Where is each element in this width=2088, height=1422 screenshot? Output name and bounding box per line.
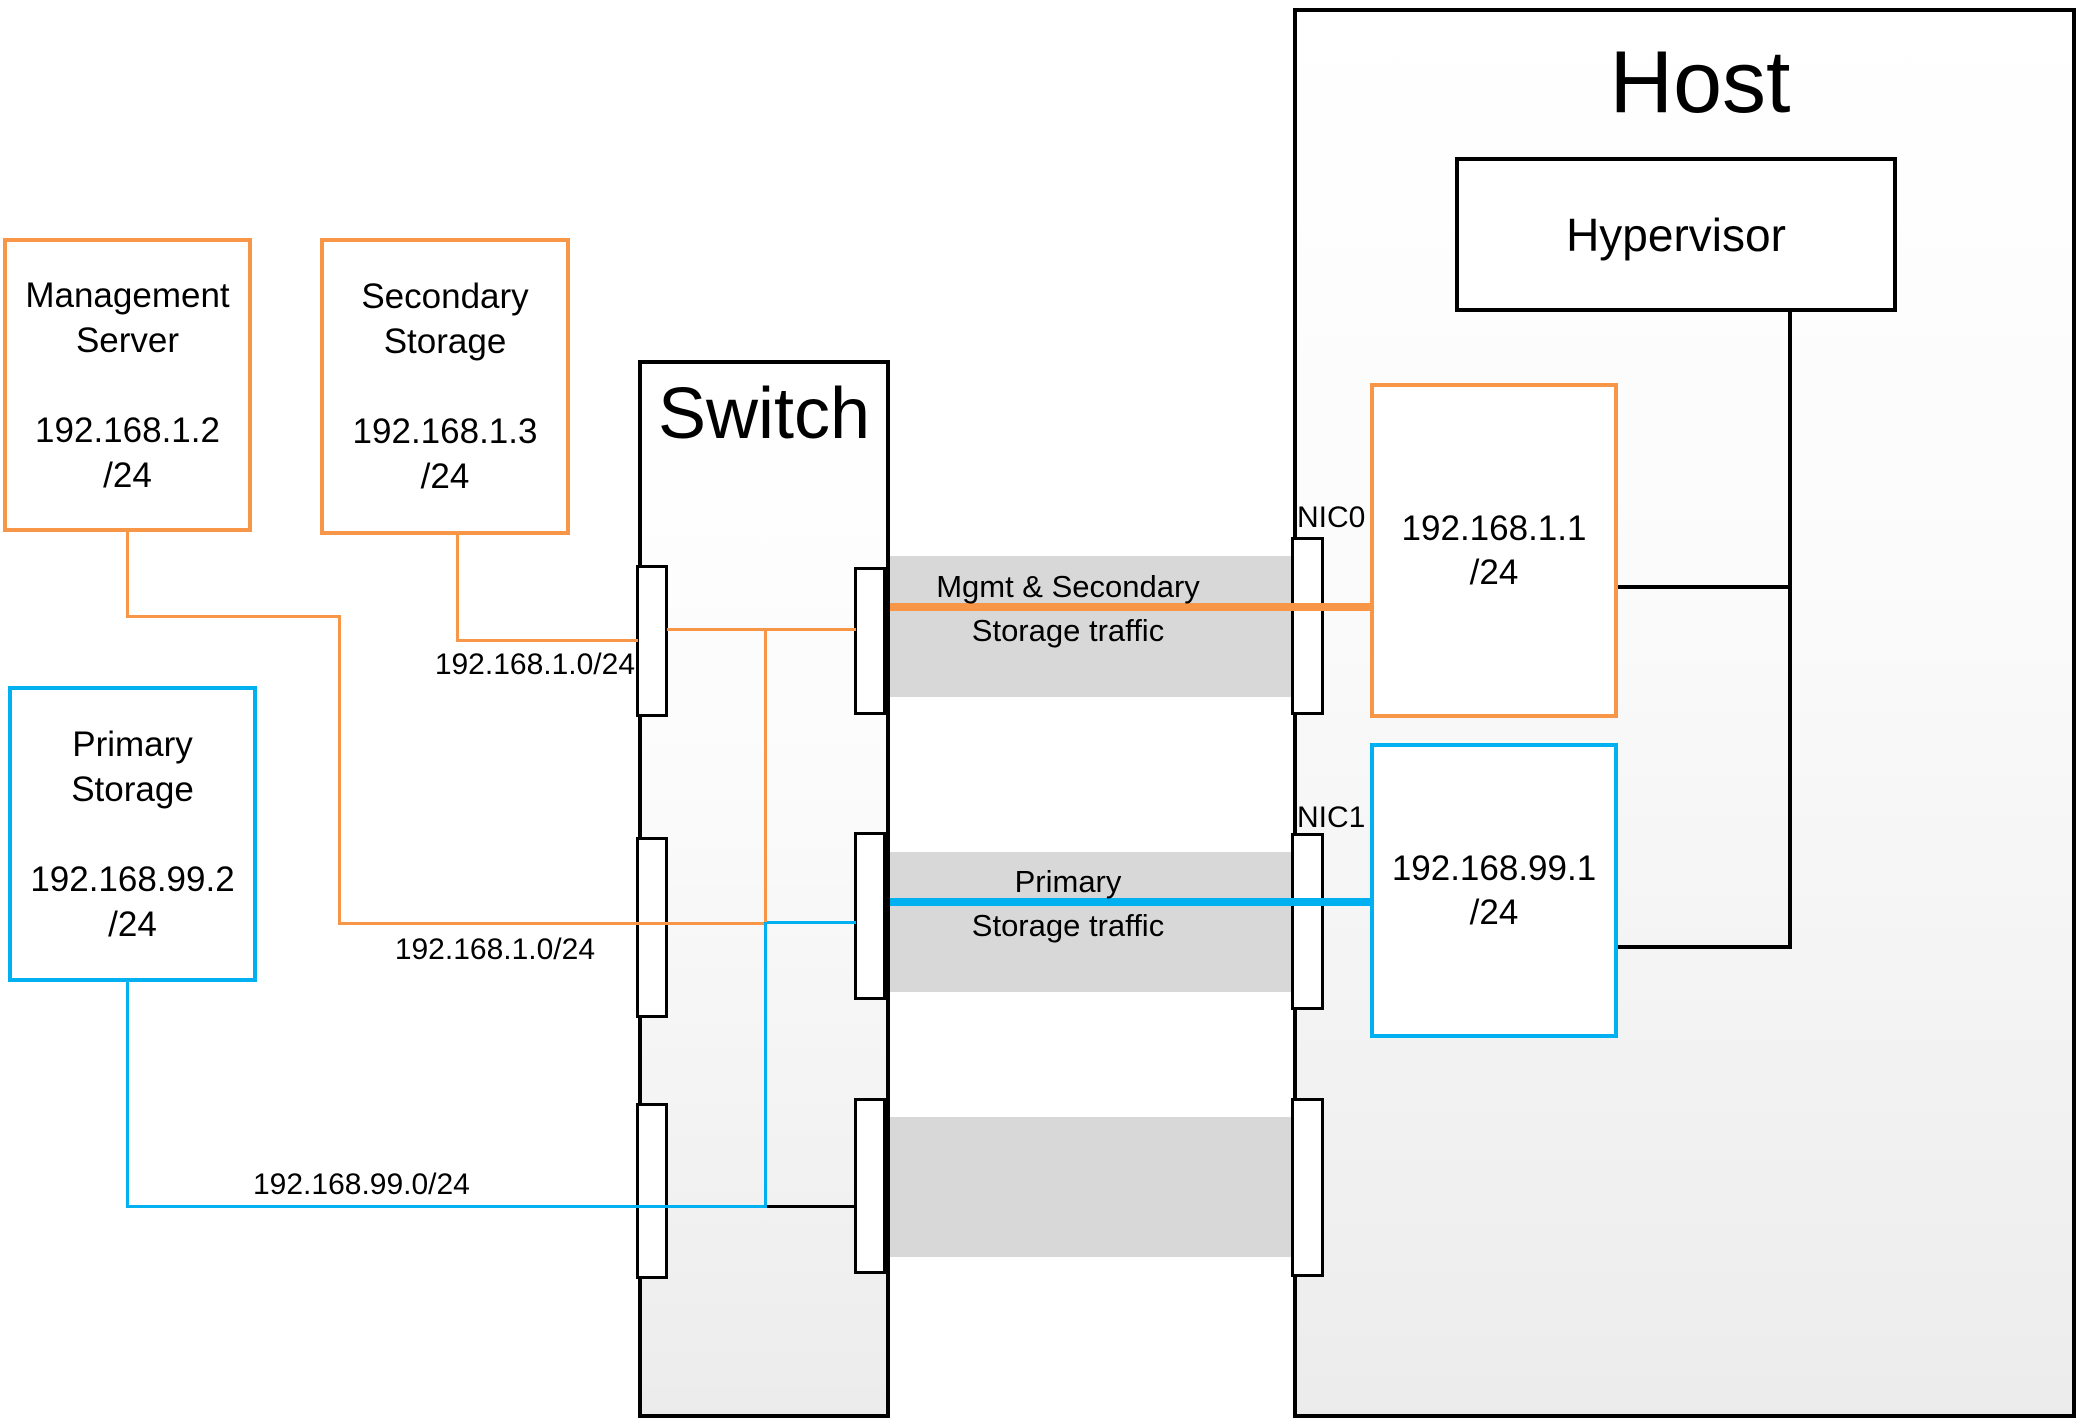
nic1-box: 192.168.99.1 /24 xyxy=(1370,743,1618,1038)
secondary-storage-box: Secondary Storage 192.168.1.3 /24 xyxy=(320,238,570,535)
host-port-nic0 xyxy=(1291,537,1324,715)
wire-switch-internal-blue-v xyxy=(764,922,767,1208)
hypervisor-box: Hypervisor xyxy=(1455,157,1897,312)
wire-primary-drop xyxy=(126,982,129,1208)
band1-text-line1: Mgmt & Secondary xyxy=(936,569,1200,604)
wire-switch-internal-blue-h xyxy=(767,921,856,924)
nic0-ip: 192.168.1.1 xyxy=(1401,508,1587,548)
secondary-storage-ip: 192.168.1.3 xyxy=(352,412,538,451)
spacer xyxy=(7,363,248,408)
wire-hypervisor-drop xyxy=(1788,309,1792,949)
switch-title: Switch xyxy=(657,374,871,454)
wire-primary-horizontal xyxy=(126,1205,767,1208)
secondary-storage-name-line1: Secondary xyxy=(361,277,529,316)
management-server-name-line1: Management xyxy=(25,275,230,315)
band1-text-line2: Storage traffic xyxy=(971,613,1165,648)
wire-mgmt-horizontal1 xyxy=(126,615,341,618)
traffic-band-unused xyxy=(890,1117,1293,1257)
subnet-label-management: 192.168.1.0/24 xyxy=(394,933,595,966)
host-port-unused xyxy=(1291,1098,1324,1277)
wire-mgmt-horizontal2 xyxy=(338,922,767,925)
nic0-box: 192.168.1.1 /24 xyxy=(1370,383,1618,718)
secondary-storage-name-line2: Storage xyxy=(383,322,507,361)
primary-storage-ip: 192.168.99.2 xyxy=(30,859,235,899)
wire-switch-internal-orange-v xyxy=(764,628,767,925)
switch-port-left-2 xyxy=(636,837,668,1018)
wire-secondary-horizontal xyxy=(456,639,638,642)
traffic-band-primary xyxy=(890,852,1293,992)
nic0-mask: /24 xyxy=(1469,552,1519,592)
primary-storage-mask: /24 xyxy=(108,904,157,944)
wire-nic0-to-hypervisor xyxy=(1618,585,1790,589)
traffic-line-mgmt-secondary xyxy=(890,603,1370,611)
band2-text-line2: Storage traffic xyxy=(971,908,1165,943)
management-server-ip: 192.168.1.2 xyxy=(35,410,220,450)
switch-port-right-1 xyxy=(854,567,886,715)
nic1-port-label: NIC1 xyxy=(1297,801,1366,834)
hypervisor-label: Hypervisor xyxy=(1566,208,1786,261)
switch-port-right-2 xyxy=(854,832,886,1000)
nic1-mask: /24 xyxy=(1469,892,1519,932)
nic1-ip: 192.168.99.1 xyxy=(1391,848,1597,888)
host-port-nic1 xyxy=(1291,833,1324,1010)
wire-nic1-to-hypervisor xyxy=(1618,945,1792,949)
nic0-port-label: NIC0 xyxy=(1297,501,1366,534)
wire-switch-internal-black-h xyxy=(767,1205,856,1208)
band2-text-line1: Primary xyxy=(1014,864,1122,899)
wire-mgmt-drop2 xyxy=(338,615,341,925)
management-server-name-line2: Server xyxy=(75,320,180,360)
spacer xyxy=(324,364,566,409)
traffic-line-primary xyxy=(890,898,1370,906)
switch-port-left-1 xyxy=(636,565,668,717)
management-server-box: Management Server 192.168.1.2 /24 xyxy=(3,238,252,532)
management-server-mask: /24 xyxy=(103,455,152,495)
subnet-label-secondary: 192.168.1.0/24 xyxy=(434,648,635,681)
wire-mgmt-drop1 xyxy=(126,532,129,618)
wire-secondary-drop xyxy=(456,535,459,642)
wire-switch-internal-orange-h xyxy=(667,628,856,631)
primary-storage-name-line2: Storage xyxy=(71,769,194,809)
traffic-band-mgmt-secondary xyxy=(890,556,1293,697)
primary-storage-name-line1: Primary xyxy=(72,724,193,764)
primary-storage-box: Primary Storage 192.168.99.2 /24 xyxy=(8,686,257,982)
switch-port-right-3 xyxy=(854,1098,886,1274)
spacer xyxy=(12,812,253,857)
secondary-storage-mask: /24 xyxy=(420,457,470,496)
switch-port-left-3 xyxy=(636,1103,668,1279)
host-title: Host xyxy=(1609,32,1791,131)
subnet-label-primary: 192.168.99.0/24 xyxy=(253,1168,470,1201)
